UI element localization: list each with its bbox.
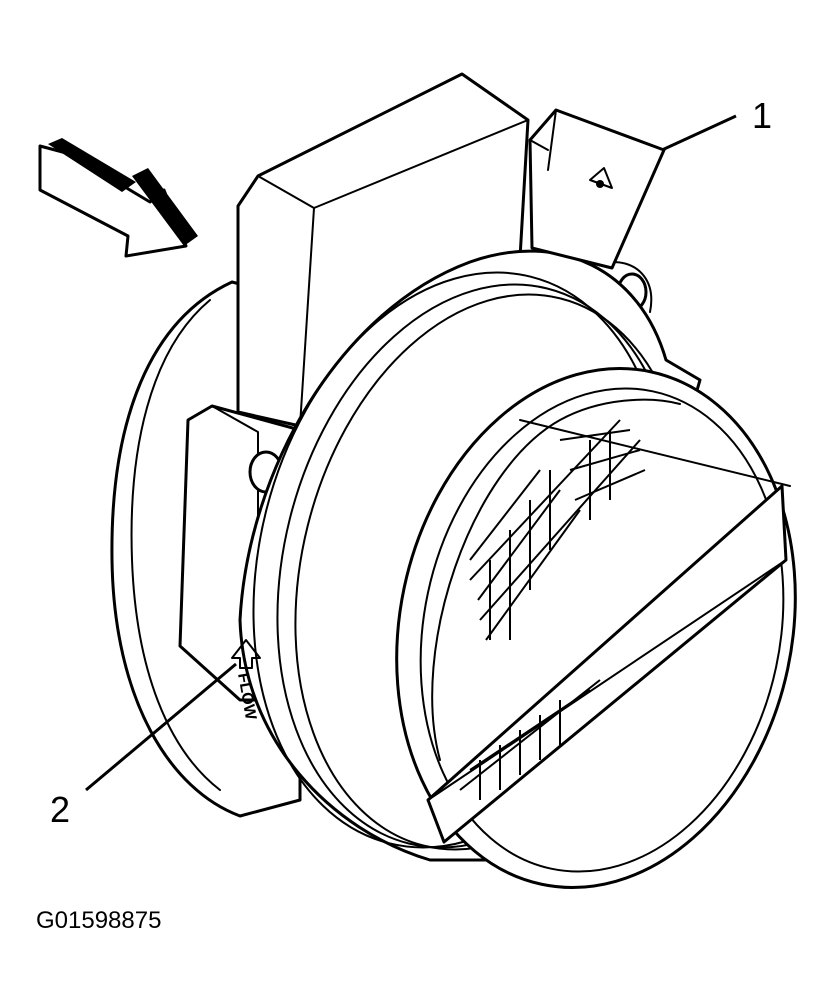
- electrical-connector: [528, 108, 666, 270]
- callout-1-label: 1: [752, 95, 772, 136]
- flow-direction-marking: [231, 639, 261, 669]
- airflow-direction-arrow-icon: [38, 138, 198, 258]
- sensor-body: [110, 72, 797, 889]
- figure-id: G01598875: [36, 907, 161, 934]
- callout-1-leader-line: [661, 114, 737, 152]
- callout-2-leader-line: [85, 662, 237, 792]
- callout-2-label: 2: [50, 789, 70, 830]
